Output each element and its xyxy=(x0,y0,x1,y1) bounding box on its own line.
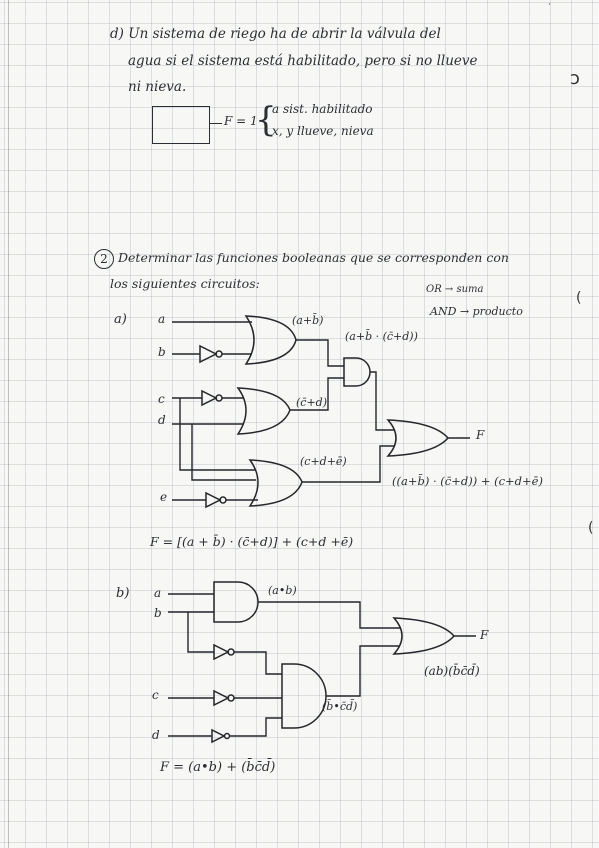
branch-c xyxy=(179,398,256,471)
wire-or2-out xyxy=(290,377,344,411)
part-d-line-3: ni nieva. xyxy=(128,79,187,95)
circuit-b-label: b) xyxy=(116,586,130,601)
not-bubble-d-b xyxy=(223,732,231,740)
margin-line xyxy=(8,0,9,848)
term-and1-b: (a•b) xyxy=(268,584,297,597)
not-gate-b-b xyxy=(213,643,230,661)
box-output-line xyxy=(210,123,222,124)
exercise-heading-2: los siguientes circuitos: xyxy=(110,276,260,291)
def-option-2: x, y llueve, nieva xyxy=(272,124,374,138)
input-d-label: d xyxy=(158,413,166,427)
or-gate-final-b xyxy=(392,617,455,655)
brace: { xyxy=(255,100,277,140)
output-f-a: F xyxy=(476,428,485,442)
branch-b-b xyxy=(187,612,214,653)
term-and: (a+b̄ · (c̄+d)) xyxy=(345,330,418,343)
input-b-label-b: b xyxy=(154,606,162,620)
wire-and-out xyxy=(370,371,394,431)
or-gate-2 xyxy=(236,387,291,435)
term-or1: (a+b̄) xyxy=(292,314,324,327)
circuit-a-drawing xyxy=(172,315,470,509)
wire-or1-out xyxy=(296,339,344,367)
circuit-a-label: a) xyxy=(114,312,127,327)
not-gate-e xyxy=(205,491,222,509)
term-or2: (c̄+d) xyxy=(296,396,328,409)
wire-or3-out xyxy=(302,445,394,483)
edge-mark-mid: ( xyxy=(576,290,582,306)
and-gate-2-b xyxy=(281,663,327,729)
or-gate-3 xyxy=(248,459,303,507)
final-expression-a: F = [(a + b̄) · (c̄+d)] + (c+d +ē) xyxy=(150,534,354,549)
wire-d2-b xyxy=(230,717,282,737)
not-gate-d-b xyxy=(211,728,226,744)
edge-mark-lower: ( xyxy=(588,520,594,536)
input-c-label: c xyxy=(158,392,165,406)
wire-b2-b xyxy=(234,651,282,675)
wire-and2-out-b xyxy=(326,645,400,697)
part-d-line-1: d) Un sistema de riego ha de abrir la vá… xyxy=(110,26,441,42)
and-gate xyxy=(343,357,371,387)
def-equation: F = 1 xyxy=(224,114,258,128)
input-c-label-b: c xyxy=(152,688,159,702)
exercise-heading-1: Determinar las funciones booleanas que s… xyxy=(118,250,509,265)
part-d-line-2: agua si el sistema está habilitado, pero… xyxy=(128,53,478,69)
output-f-b: F xyxy=(480,628,489,642)
edge-mark-top: · xyxy=(548,0,551,10)
and-gate-1-b xyxy=(213,581,259,623)
output-expression-b: (ab)(b̄c̄d̄) xyxy=(424,664,480,678)
not-gate-c-b xyxy=(213,689,230,707)
term-or3: (c+d+ē) xyxy=(300,455,347,468)
not-gate-b xyxy=(199,344,218,364)
or-gate-1 xyxy=(244,315,297,365)
branch-d xyxy=(191,424,256,481)
input-e-label: e xyxy=(160,490,168,504)
note-and: AND → producto xyxy=(430,305,523,318)
input-b-label: b xyxy=(158,345,166,359)
input-a-label: a xyxy=(158,312,166,326)
note-or: OR → suma xyxy=(426,284,484,295)
circuit-b-drawing xyxy=(168,581,476,744)
exercise-number: 2 xyxy=(94,249,114,269)
edge-scribble: ↄ xyxy=(570,68,580,89)
output-expression-a: ((a+b̄) · (c̄+d)) + (c+d+ē) xyxy=(392,474,543,488)
final-expression-b: F = (a•b) + (b̄c̄d̄) xyxy=(160,760,276,775)
or-gate-final-a xyxy=(386,419,449,457)
input-d-label-b: d xyxy=(152,728,160,742)
def-option-1: a sist. habilitado xyxy=(272,102,373,116)
not-gate-c xyxy=(201,389,218,407)
system-box xyxy=(152,106,210,144)
wire-and1-out-b xyxy=(258,601,400,629)
input-a-label-b: a xyxy=(154,586,162,600)
term-and2-b: (b̄•c̄d̄) xyxy=(322,700,358,713)
